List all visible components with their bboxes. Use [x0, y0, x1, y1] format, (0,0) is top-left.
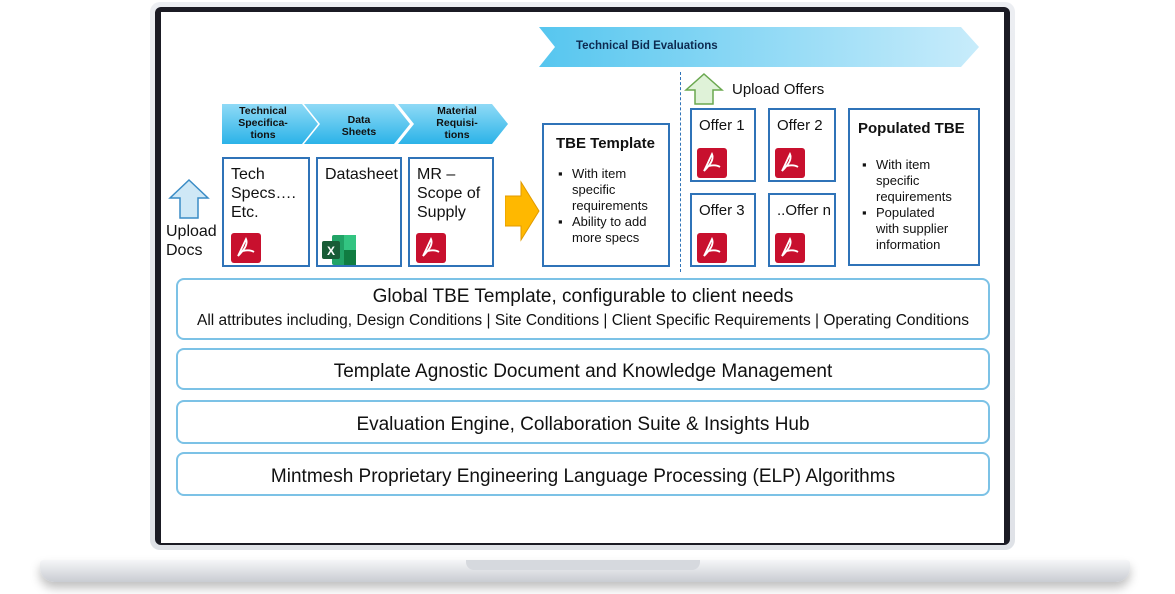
laptop-notch: [466, 560, 700, 570]
populated-tbe-title: Populated TBE: [858, 120, 965, 137]
band-global-tbe-template: Global TBE Template, configurable to cli…: [176, 278, 990, 340]
upload-arrow-icon: [168, 178, 210, 219]
doc-header-arrows: [222, 104, 508, 144]
tbe-template-title: TBE Template: [556, 135, 655, 152]
upload-offers-label: Upload Offers: [732, 81, 825, 98]
screen-chin: [161, 500, 1004, 543]
offer-card[interactable]: Offer 3: [690, 193, 756, 267]
band-elp-algorithms: Mintmesh Proprietary Engineering Languag…: [176, 452, 990, 496]
laptop-base: [40, 560, 1130, 582]
excel-icon: X: [322, 235, 356, 265]
tbe-template-card[interactable]: TBE Template With itemspecificrequiremen…: [542, 123, 670, 267]
pdf-icon: [775, 148, 805, 178]
tbe-banner-arrow: [539, 27, 979, 67]
offer-card[interactable]: ..Offer n: [768, 193, 836, 267]
flow-arrow-icon: [505, 180, 540, 242]
svg-text:X: X: [327, 244, 335, 258]
band-evaluation-engine: Evaluation Engine, Collaboration Suite &…: [176, 400, 990, 444]
doc-datasheet[interactable]: Datasheet X: [316, 157, 402, 267]
divider-line: [680, 72, 681, 272]
offer-card[interactable]: Offer 1: [690, 108, 756, 182]
doc-mr-scope[interactable]: MR – Scope of Supply: [408, 157, 494, 267]
pdf-icon: [697, 233, 727, 263]
band-document-knowledge-management: Template Agnostic Document and Knowledge…: [176, 348, 990, 390]
tbe-banner-label: Technical Bid Evaluations: [576, 40, 718, 52]
upload-offers-arrow-icon: [684, 72, 724, 105]
pdf-icon: [416, 233, 446, 263]
offer-card[interactable]: Offer 2: [768, 108, 836, 182]
doc-tech-specs[interactable]: Tech Specs…. Etc.: [222, 157, 310, 267]
pdf-icon: [231, 233, 261, 263]
populated-tbe-card[interactable]: Populated TBE With itemspecificrequireme…: [848, 108, 980, 266]
pdf-icon: [775, 233, 805, 263]
pdf-icon: [697, 148, 727, 178]
